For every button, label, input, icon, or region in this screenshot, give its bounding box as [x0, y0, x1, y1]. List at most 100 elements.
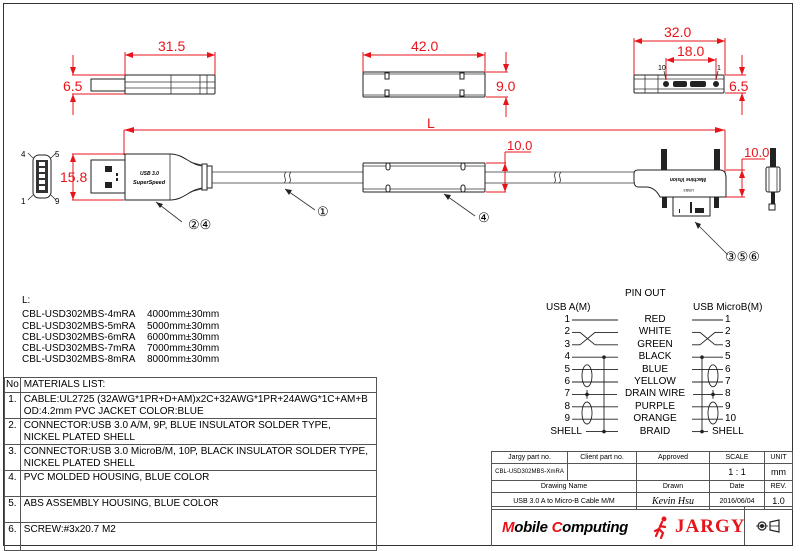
pinout-junction-dot: [700, 429, 704, 434]
pinout-wire-color: BRAID: [639, 426, 671, 437]
cable-break-1: [283, 171, 292, 184]
cable-break-2: [553, 171, 562, 184]
dim-cable-length: L: [427, 115, 435, 131]
usb-a-pin-9-label: 9: [55, 197, 60, 206]
materials-item-no: 3.: [4, 444, 21, 471]
dim-microb-width: 32.0: [664, 24, 691, 40]
pinout-a-pin: 5: [564, 364, 570, 375]
jargy-logo: JARGY: [675, 516, 746, 537]
pinout-wire-color: RED: [644, 314, 666, 325]
length-part-number: CBL-USD302MBS-5mRA: [22, 320, 136, 332]
materials-title: MATERIALS LIST:: [19, 377, 378, 393]
tb-rev-value: 1.0: [764, 492, 793, 510]
usb-a-side-view: USB 3.0 SuperSpeed 15.8: [60, 153, 213, 201]
tb-rev-label: REV.: [764, 480, 793, 493]
microb-label-usb3: USB3: [683, 188, 694, 193]
pinout-a-pin: 7: [564, 388, 570, 399]
length-value: 8000mm±30mm: [147, 354, 220, 366]
materials-item-desc: CABLE:UL2725 (32AWG*1PR+D+AM)x2C+32AWG*1…: [19, 392, 378, 419]
pinout-wire-color: ORANGE: [633, 413, 677, 424]
materials-item-no: 1.: [4, 392, 21, 419]
projection-symbol: [744, 507, 793, 545]
materials-item-line2: OD:4.2mm PVC JACKET COLOR:BLUE: [23, 405, 204, 417]
tb-approved-value: [636, 463, 710, 481]
tb-drawing-name-label: Drawing Name: [491, 480, 637, 493]
pinout-a-pin: 4: [564, 351, 570, 362]
materials-row: 3.CONNECTOR:USB 3.0 MicroB/M, 10P, BLACK…: [4, 444, 378, 471]
pinout-wire-color: DRAIN WIRE: [625, 388, 685, 399]
pinout-b-pin: 5: [725, 351, 731, 362]
pinout-b-pin: 3: [725, 339, 731, 350]
pinout-b-pin: 6: [725, 364, 731, 375]
materials-item-line1: CONNECTOR:USB 3.0 MicroB/M, 10P, BLACK I…: [23, 446, 368, 457]
pinout-wire-color: WHITE: [638, 326, 672, 337]
usb-a-top-view: 31.5 6.5: [63, 38, 216, 115]
dim-housing-length: 42.0: [411, 38, 438, 54]
usb-a-end-view: 4 5 1 9: [21, 150, 60, 206]
pinout-b-pin: 10: [725, 413, 737, 424]
microb-side-view: Machine Vision USB3 10.0: [633, 145, 769, 217]
length-value: 6000mm±30mm: [147, 331, 220, 343]
materials-row: 4.PVC MOLDED HOUSING, BLUE COLOR: [4, 470, 378, 497]
pinout-b-pin: 1: [725, 314, 731, 325]
length-value: 4000mm±30mm: [147, 309, 220, 321]
materials-row: 1.CABLE:UL2725 (32AWG*1PR+D+AM)x2C+32AWG…: [4, 392, 378, 419]
materials-item-line1: ABS ASSEMBLY HOUSING, BLUE COLOR: [23, 498, 219, 509]
materials-item-desc: PVC MOLDED HOUSING, BLUE COLOR: [19, 470, 378, 497]
cable: [212, 171, 635, 184]
mechanical-drawing: 31.5 6.5 42.0: [21, 24, 781, 264]
pinout-b-pin: 8: [725, 388, 731, 399]
materials-item-desc: SCREW:#3x20.7 M2: [19, 522, 378, 551]
materials-item-line2: NICKEL PLATED SHELL: [23, 431, 135, 443]
materials-item-desc: CONNECTOR:USB 3.0 MicroB/M, 10P, BLACK I…: [19, 444, 378, 471]
pinout-wiring: [572, 319, 723, 434]
length-row: CBL-USD302MBS-8mRA 8000mm±30mm: [22, 354, 219, 365]
pinout-b-pin: SHELL: [712, 426, 744, 437]
pinout-b-pin: 2: [725, 326, 731, 337]
microb-pin-1-label: 1: [717, 65, 721, 72]
materials-item-desc: ABS ASSEMBLY HOUSING, BLUE COLOR: [19, 496, 378, 523]
title-block: Jargy part no. Client part no. Approved …: [491, 451, 793, 510]
materials-row: 2.CONNECTOR:USB 3.0 A/M, 9P, BLUE INSULA…: [4, 418, 378, 445]
pinout-shield-pair-right: [707, 364, 719, 388]
materials-item-no: 6.: [4, 522, 21, 551]
pinout-a-pin: 1: [564, 314, 570, 325]
pinout-shield-pair-right: [707, 401, 719, 425]
pinout-shield-pair-left: [581, 364, 593, 388]
dim-microb-height: 10.0: [744, 145, 769, 160]
tb-date-label: Date: [709, 480, 765, 493]
microb-top-view: 10 1 32.0 18.0 6.5: [633, 24, 749, 115]
dim-usb-a-length: 31.5: [158, 38, 185, 54]
pinout-b-pin: 9: [725, 401, 731, 412]
pinout-b-pin: 7: [725, 376, 731, 387]
materials-item-desc: CONNECTOR:USB 3.0 A/M, 9P, BLUE INSULATO…: [19, 418, 378, 445]
length-list-title: L:: [22, 295, 31, 306]
length-value: 5000mm±30mm: [147, 320, 220, 332]
logo-row: Mobile Computing JARGY: [491, 506, 793, 546]
pinout-wire-color: PURPLE: [634, 401, 675, 412]
materials-row: 6.SCREW:#3x20.7 M2: [4, 522, 378, 551]
pinout-a-pin: SHELL: [550, 426, 582, 437]
usb-a-pin-4-label: 4: [21, 150, 26, 159]
tb-drawing-name-value: USB 3.0 A to Micro-B Cable M/M: [491, 492, 637, 510]
callout-housing: ④: [478, 210, 490, 225]
tb-scale-value: 1 : 1: [709, 463, 765, 481]
dim-usb-a-thickness: 6.5: [63, 78, 83, 94]
usb-a-label-superspeed: SuperSpeed: [133, 180, 166, 186]
usb-a-label-usb30: USB 3.0: [140, 171, 159, 177]
pinout-left-header: USB A(M): [546, 302, 591, 313]
pinout-twist: [699, 332, 716, 346]
pinout-right-header: USB MicroB(M): [693, 302, 763, 313]
length-part-number: CBL-USD302MBS-4mRA: [22, 309, 136, 321]
length-part-number: CBL-USD302MBS-8mRA: [22, 354, 136, 366]
mobile-computing-logo: Mobile Computing: [502, 519, 628, 536]
housing-top-view: 42.0 9.0: [362, 38, 516, 117]
pinout-wire-color: BLUE: [641, 364, 669, 375]
usb-a-overmold: [124, 153, 211, 201]
microb-label-machine-vision: Machine Vision: [670, 176, 706, 182]
pinout-a-pin: 8: [564, 401, 570, 412]
tb-unit-value: mm: [764, 463, 793, 481]
usb-a-plug-top: [90, 78, 126, 92]
